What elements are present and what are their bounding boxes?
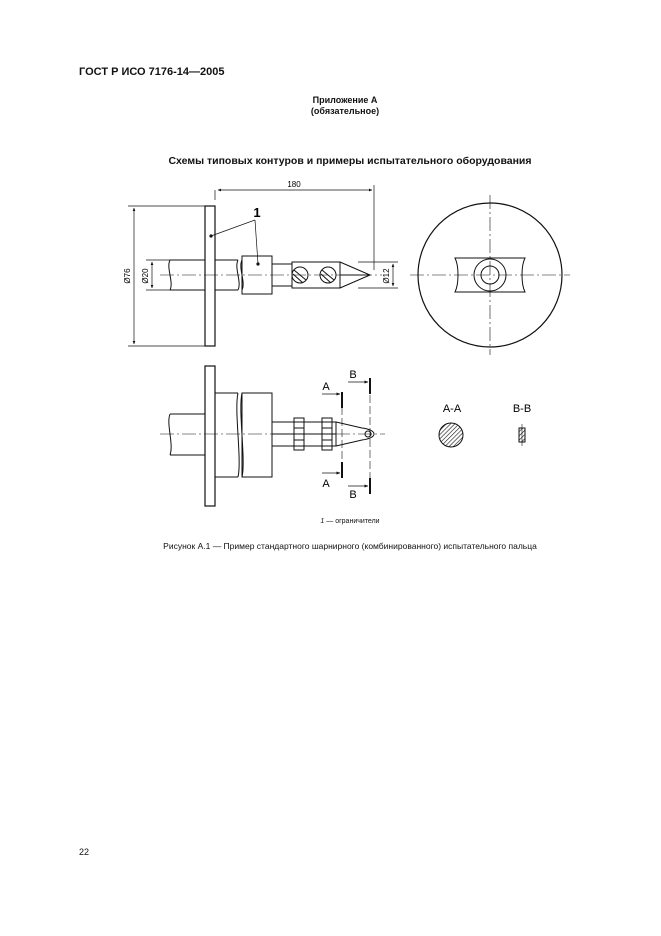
figure-legend: 1 — ограничители [290, 518, 410, 525]
stop-block-end-view [454, 257, 526, 293]
section-label-b-b: B-B [513, 403, 531, 415]
dimension-length: 180 [287, 180, 301, 189]
page-number: 22 [79, 847, 90, 857]
section-mark-a-bottom: A [322, 478, 330, 490]
section-mark-b-top: B [349, 369, 356, 381]
legend-text: — ограничители [324, 518, 380, 525]
dimension-tip-diameter: Ø12 [382, 268, 391, 284]
flange [204, 365, 216, 507]
dimension-flange-diameter: Ø76 [123, 268, 132, 284]
section-a-a-view [438, 422, 464, 448]
side-view-top [160, 205, 382, 347]
section-mark-b-bottom: B [349, 489, 356, 501]
section-label-a-a: A-A [443, 403, 462, 415]
section-cut-lines [322, 378, 371, 494]
dimension-shaft-diameter: Ø20 [141, 268, 150, 284]
section-b-b-view [518, 424, 526, 446]
legend-number: 1 [320, 518, 325, 525]
document-code: ГОСТ Р ИСО 7176-14—2005 [79, 66, 225, 78]
section-mark-a-top: A [322, 381, 330, 393]
annex-status: (обязательное) [310, 106, 380, 116]
dimension-lines [128, 185, 398, 347]
figure-caption: Рисунок А.1 — Пример стандартного шарнир… [163, 541, 537, 551]
end-view [410, 195, 570, 355]
side-view-bottom [160, 365, 385, 507]
flange [204, 205, 216, 347]
annex-heading: Приложение А (обязательное) [300, 95, 390, 117]
stop-block [241, 392, 273, 478]
annex-title: Приложение А [312, 95, 378, 105]
callout-number: 1 [253, 205, 260, 220]
section-title: Схемы типовых контуров и примеры испытат… [168, 155, 532, 167]
